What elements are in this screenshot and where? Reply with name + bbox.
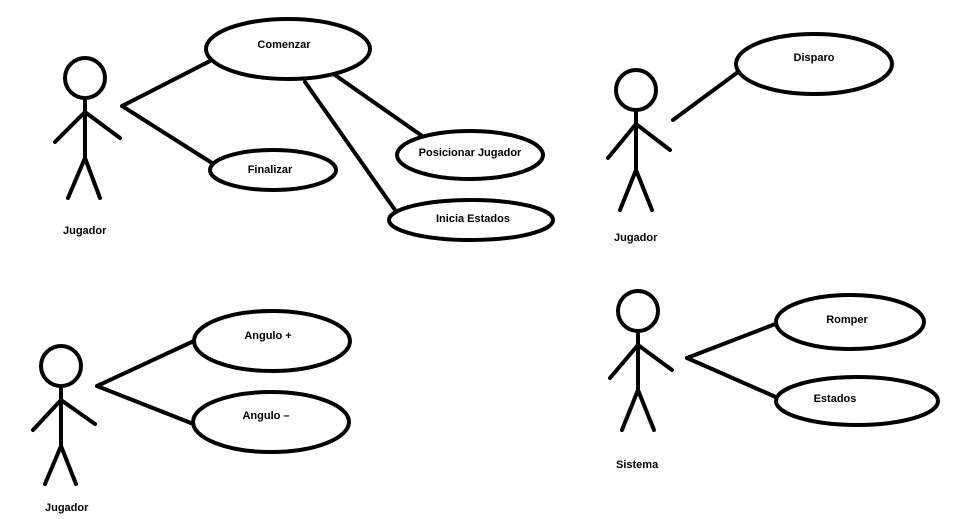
actor-label-1: Jugador [63,225,107,237]
association-comenzar-posicionar [333,73,427,140]
association-actor1-comenzar [120,58,214,108]
use-case-ellipse [192,309,352,373]
actor-leg-left [43,444,63,486]
actor-arm-left [53,110,87,144]
actor-arm-right [636,343,674,372]
actor-figure-4 [608,289,674,432]
use-case-ellipse [204,17,372,81]
actor-figure-3 [31,344,97,486]
use-case-label: Romper [826,314,868,326]
use-case-label: Disparo [794,52,835,64]
actor-leg-right [83,156,102,200]
association-comenzar-inicia-estados [303,80,397,212]
use-case-comenzar: Comenzar [204,17,372,81]
associations [95,58,780,427]
actor-arm-right [634,122,672,152]
use-case-ellipse [387,198,555,242]
use-case-label: Inicia Estados [436,213,510,225]
use-case-label: Angulo + [244,330,291,342]
actor-leg-right [634,168,654,212]
actor-label-4: Sistema [616,459,659,471]
actor-leg-left [66,156,87,200]
use-case-ellipse [208,148,338,192]
actor-figure-2 [606,68,672,212]
actor-arm-left [31,398,63,432]
actor-arm-right [83,110,122,140]
actor-head [616,289,660,333]
association-actor1-finalizar [120,104,214,165]
actor-label-2: Jugador [614,232,658,244]
association-actor4-romper [685,321,780,360]
use-case-label: Estados [814,393,857,405]
actor-head [39,344,83,388]
use-case-ellipse [774,375,940,427]
use-case-ellipse [734,32,894,96]
actor-head [63,56,107,100]
use-case-inicia-estados: Inicia Estados [387,198,555,242]
use-case-label: Posicionar Jugador [419,147,522,159]
use-case-ellipse [395,129,545,181]
actor-label-3: Jugador [45,502,89,514]
actor-leg-right [636,388,656,432]
use-case-disparo: Disparo [734,32,894,96]
use-case-label: Finalizar [248,164,293,176]
use-case-label: Comenzar [257,39,311,51]
use-case-posicionar-jugador: Posicionar Jugador [395,129,545,181]
actor-arm-left [606,122,638,160]
actor-leg-left [618,168,638,212]
use-case-ellipse [191,390,351,454]
use-case-ellipse [774,293,926,351]
actor-leg-right [59,444,78,486]
actor-arm-right [59,398,97,426]
association-actor3-angulo-mas [95,338,198,388]
actor-head [614,68,658,112]
actor-leg-left [620,388,640,432]
actor-figure-1 [53,56,122,200]
use-case-estados: Estados [774,375,940,427]
use-case-finalizar: Finalizar [208,148,338,192]
actor-arm-left [608,343,640,380]
use-case-angulo-mas: Angulo + [192,309,352,373]
association-actor2-disparo [671,70,740,122]
association-actor3-angulo-menos [95,384,198,427]
use-case-romper: Romper [774,293,926,351]
association-actor4-estados [685,356,780,400]
use-case-label: Angulo – [242,410,289,422]
use-case-angulo-menos: Angulo – [191,390,351,454]
